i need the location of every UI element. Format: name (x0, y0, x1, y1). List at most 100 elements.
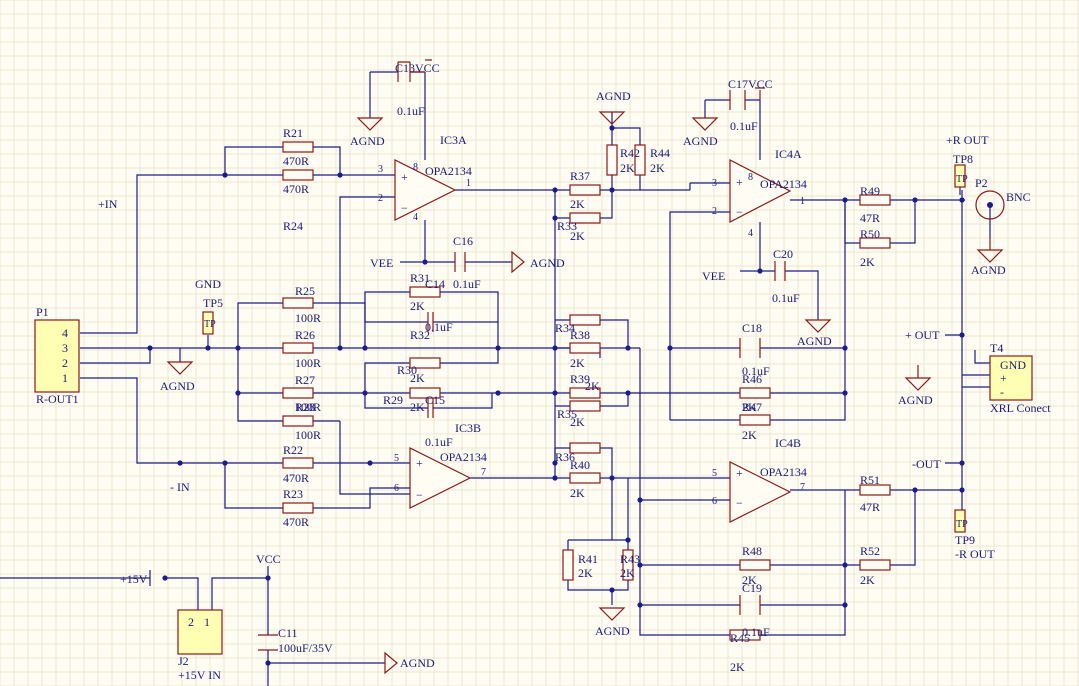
label-GND: GND (195, 277, 221, 291)
label-R41: R41 (578, 552, 598, 566)
label-R47: R47 (742, 400, 762, 414)
label-R24v: 470R (283, 182, 309, 196)
label-R26: R26 (295, 328, 315, 342)
svg-text:+: + (416, 456, 423, 470)
label-R52: R52 (860, 544, 880, 558)
label-R47v: 2K (742, 428, 757, 442)
label-R51v: 47R (860, 500, 880, 514)
label-PlusIN: +IN (98, 197, 118, 211)
label-AGND10: AGND (400, 656, 435, 670)
label-T4: T4 (990, 341, 1003, 355)
label-P1p4: 4 (62, 326, 68, 340)
pin-4a-8: 8 (748, 172, 753, 183)
label-OPA4B: OPA2134 (760, 465, 807, 479)
pin-4b-5: 5 (712, 468, 717, 479)
label-R35: R35 (557, 407, 577, 421)
label-R27: R27 (295, 373, 315, 387)
label-R49: R49 (860, 184, 880, 198)
label-P1p1: 1 (62, 371, 68, 385)
label-VCC2: VCC (748, 77, 773, 91)
pin-3b-7: 7 (481, 467, 486, 478)
resistors (282, 141, 891, 641)
label-R23v: 470R (283, 515, 309, 529)
label-R21: R21 (283, 126, 303, 140)
label-AGND7: AGND (160, 379, 195, 393)
label-OPA3B: OPA2134 (440, 450, 487, 464)
pin-3a-4: 4 (413, 212, 418, 223)
labels: C13 VCC 0.1uF AGND IC3A R21 470R R24 470… (36, 61, 1051, 682)
label-R28: R28 (295, 400, 315, 414)
pin-4b-7: 7 (800, 482, 805, 493)
label-AGND6: AGND (797, 334, 832, 348)
label-AGND1: AGND (350, 134, 385, 148)
label-C11: C11 (278, 626, 298, 640)
label-R37: R37 (570, 169, 590, 183)
label-R31v: 2K (410, 299, 425, 313)
pin-4a-3: 3 (712, 178, 717, 189)
label-R32: R32 (410, 328, 430, 342)
label-R32v: 2K (410, 371, 425, 385)
svg-text:−: − (416, 488, 423, 502)
label-R28v: 100R (295, 428, 321, 442)
label-IC3A: IC3A (440, 133, 467, 147)
label-R44v: 2K (650, 161, 665, 175)
label-R48v: 2K (742, 573, 757, 587)
label-J2p2: 2 (188, 615, 194, 629)
label-AGND5: AGND (530, 256, 565, 270)
svg-text:+: + (736, 175, 743, 189)
label-R29v: 2K (410, 400, 425, 414)
label-R43: R43 (620, 552, 640, 566)
label-MinusIN: - IN (170, 480, 190, 494)
label-R30: R30 (397, 363, 417, 377)
label-TP5t: TP (204, 319, 216, 330)
label-AGND2: AGND (596, 89, 631, 103)
label-C18v: 0.1uF (742, 364, 770, 378)
label-AGND3: AGND (683, 134, 718, 148)
label-R38: R38 (570, 328, 590, 342)
label-R45: R45 (730, 631, 750, 645)
op-amps: +− +− +− +− (394, 159, 792, 523)
label-R31: R31 (410, 271, 430, 285)
label-P1p2: 2 (62, 356, 68, 370)
pin-3a-3: 3 (378, 164, 383, 175)
label-C14: C14 (425, 277, 445, 291)
label-R42v: 2K (620, 161, 635, 175)
label-R22v: 470R (283, 471, 309, 485)
label-PlusOUT: + OUT (905, 328, 940, 342)
ground-symbols (166, 71, 1004, 675)
label-R33: R33 (557, 219, 577, 233)
label-AGND8: AGND (898, 393, 933, 407)
label-R26v: 100R (295, 356, 321, 370)
label-TP8t: TP (956, 174, 968, 185)
label-C16: C16 (453, 234, 473, 248)
label-AGND9: AGND (595, 624, 630, 638)
label-R29: R29 (383, 393, 403, 407)
label-P1: P1 (36, 305, 49, 319)
label-J2p1: 1 (204, 615, 210, 629)
svg-text:+: + (401, 170, 408, 184)
label-R22: R22 (283, 443, 303, 457)
label-R45v: 2K (730, 660, 745, 674)
label-TP9t: TP (956, 519, 968, 530)
label-P1p3: 3 (62, 341, 68, 355)
wires (0, 71, 991, 686)
label-T4m: - (1000, 385, 1004, 399)
label-R40v: 2K (570, 486, 585, 500)
label-C11v: 100uF/35V (278, 641, 333, 655)
label-R27v: 100R (295, 400, 321, 414)
label-TP8: TP8 (953, 152, 973, 166)
label-R42: R42 (620, 146, 640, 160)
label-T4g: GND (1000, 358, 1026, 372)
label-C19v: 0.1uF (742, 625, 770, 639)
label-OPA4A: OPA2134 (760, 177, 807, 191)
capacitors (258, 62, 786, 651)
label-R39v: 2K (585, 379, 600, 393)
label-R52v: 2K (860, 573, 875, 587)
label-R51: R51 (860, 473, 880, 487)
label-C14v: 0.1uF (425, 320, 453, 334)
label-R46v: 2K (742, 400, 757, 414)
pin-4a-1: 1 (800, 196, 805, 207)
label-C16v: 0.1uF (453, 277, 481, 291)
label-C15v: 0.1uF (425, 435, 453, 449)
